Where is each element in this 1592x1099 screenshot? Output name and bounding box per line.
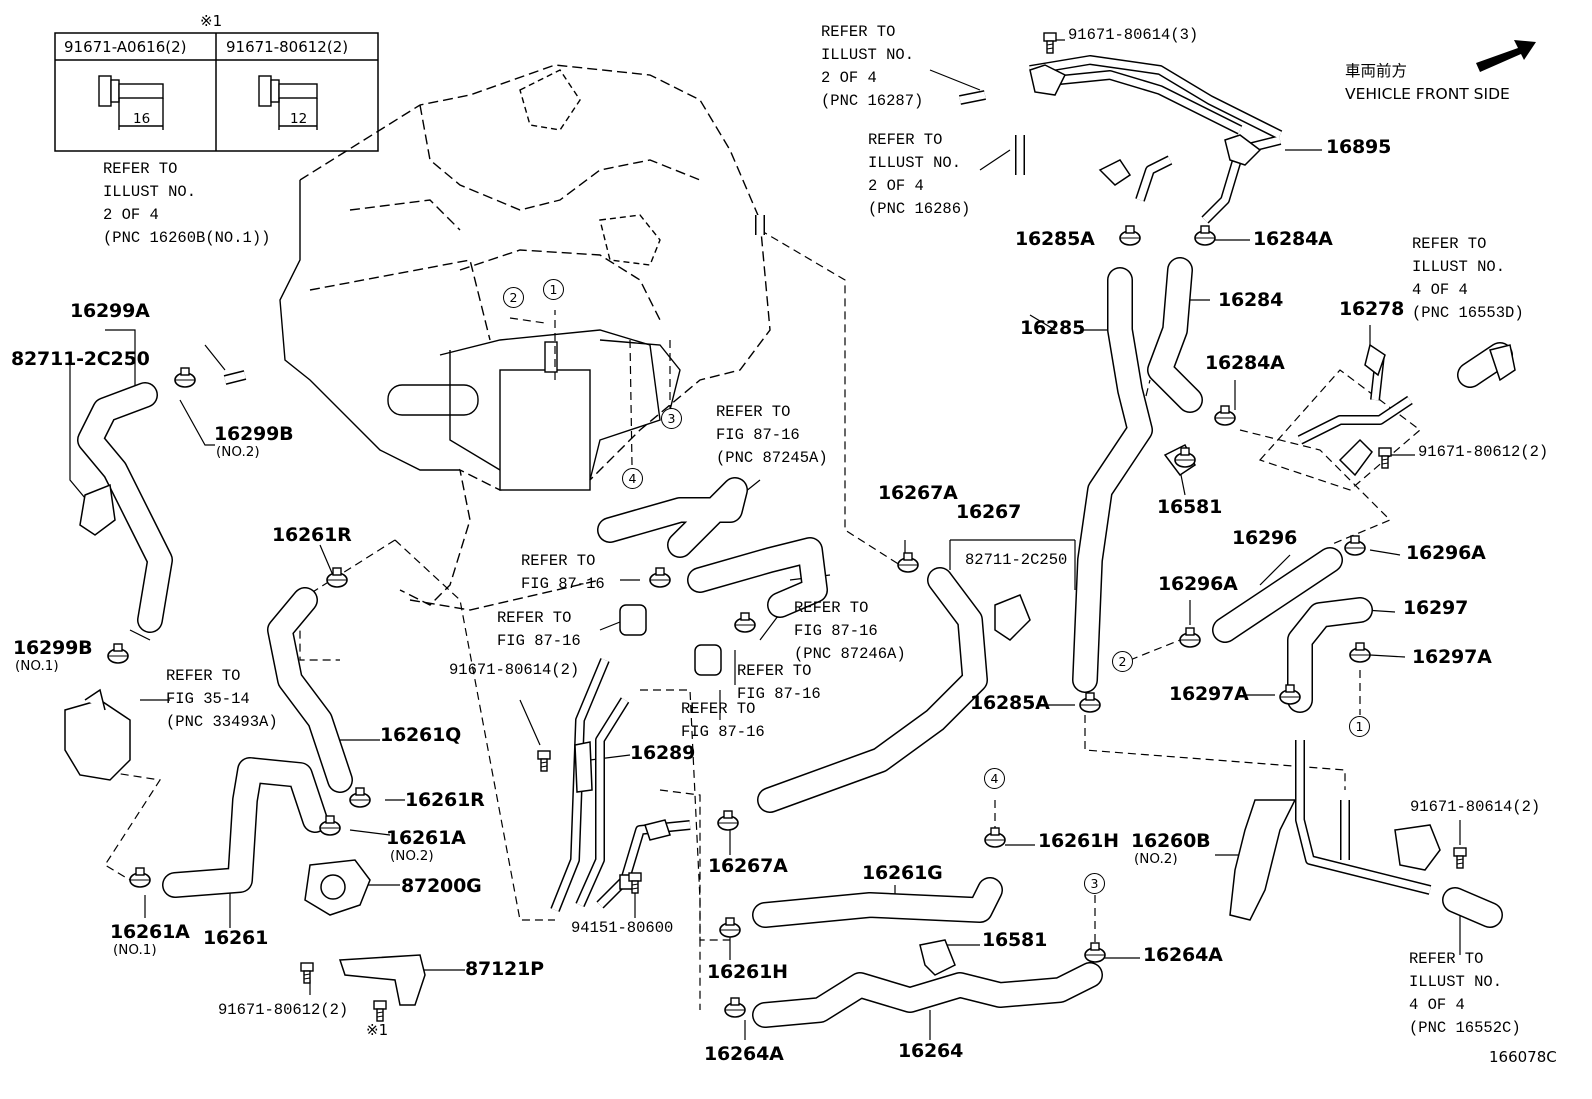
part-16581-top: 16581 — [1157, 496, 1223, 518]
bolt-91671-80612-bottom: 91671-80612(2) — [218, 1001, 349, 1019]
bolt-91671-80614-right-bottom: 91671-80614(2) — [1410, 798, 1541, 816]
part-16260B-no2: 16260B — [1131, 830, 1211, 852]
hoses — [77, 257, 1513, 1028]
refer-16260B: REFER TO ILLUST NO. 2 OF 4 (PNC 16260B(N… — [103, 160, 271, 247]
note-no2-a: (NO.2) — [216, 444, 260, 460]
vehicle-front-arrow — [1476, 40, 1536, 72]
part-16261G: 16261G — [862, 862, 943, 884]
part-16296A-left: 16296A — [1158, 573, 1238, 595]
part-16261R-top: 16261R — [272, 524, 352, 546]
part-16264: 16264 — [898, 1040, 964, 1062]
part-16285: 16285 — [1020, 317, 1086, 339]
part-16895: 16895 — [1326, 136, 1392, 158]
part-87200G: 87200G — [401, 875, 482, 897]
vehicle-front-en: VEHICLE FRONT SIDE — [1345, 85, 1510, 103]
circle-ref-2: 2 — [503, 287, 524, 308]
part-16299B-no2: 16299B — [214, 423, 294, 445]
part-16267A-bottom: 16267A — [708, 855, 788, 877]
circle-ref-4: 4 — [622, 468, 643, 489]
refer-87245A: REFER TO FIG 87-16 (PNC 87245A) — [716, 403, 828, 467]
refer-16552C: REFER TO ILLUST NO. 4 OF 4 (PNC 16552C) — [1409, 950, 1521, 1037]
table-col-part-2: 91671-80612(2) — [226, 38, 349, 56]
bolt-91671-80614-top: 91671-80614(3) — [1068, 26, 1199, 44]
part-16261A-no1: 16261A — [110, 921, 190, 943]
part-16261Q: 16261Q — [380, 724, 462, 746]
note-no1-a: (NO.1) — [15, 658, 59, 674]
refer-33493A: REFER TO FIG 35-14 (PNC 33493A) — [166, 667, 278, 731]
part-16299B-no1: 16299B — [13, 637, 93, 659]
table-note-mark: ※1 — [200, 12, 223, 30]
refer-fig-87-16-c: REFER TO FIG 87-16 — [737, 662, 821, 703]
refer-16286: REFER TO ILLUST NO. 2 OF 4 (PNC 16286) — [868, 131, 971, 218]
refer-fig-87-16-d: REFER TO FIG 87-16 — [681, 700, 765, 741]
refer-87246A: REFER TO FIG 87-16 (PNC 87246A) — [794, 599, 906, 663]
refer-16287: REFER TO ILLUST NO. 2 OF 4 (PNC 16287) — [821, 23, 924, 110]
part-16285A-bottom: 16285A — [970, 692, 1050, 714]
nut-94151-80600: 94151-80600 — [571, 919, 674, 937]
bolt-91671-80612-right: 91671-80612(2) — [1418, 443, 1549, 461]
part-16284A-mid: 16284A — [1205, 352, 1285, 374]
part-16289: 16289 — [630, 742, 696, 764]
refer-16553D: REFER TO ILLUST NO. 4 OF 4 (PNC 16553D) — [1412, 235, 1524, 322]
figure-id: 166078C — [1489, 1048, 1557, 1066]
engine-outline — [279, 64, 771, 611]
bolt-table-bolt-left — [98, 75, 164, 130]
note-no1-b: (NO.1) — [113, 942, 157, 958]
circle-ref-3: 3 — [661, 408, 682, 429]
bolt-table-frame — [54, 32, 379, 152]
note-mark-bottom: ※1 — [366, 1021, 389, 1039]
part-87121P: 87121P — [465, 958, 544, 980]
circle-ref-1b: 1 — [1349, 716, 1370, 737]
part-16261H-left: 16261H — [707, 961, 788, 983]
part-16264A-right: 16264A — [1143, 944, 1223, 966]
refer-fig-87-16-b: REFER TO FIG 87-16 — [497, 609, 581, 650]
part-16261A-no2: 16261A — [386, 827, 466, 849]
part-16267: 16267 — [956, 501, 1022, 523]
bracket-parts — [64, 64, 1516, 1006]
part-16296A-right: 16296A — [1406, 542, 1486, 564]
part-16297A-left: 16297A — [1169, 683, 1249, 705]
bolt-91671-80614-pipe: 91671-80614(2) — [449, 661, 580, 679]
part-16284A-top: 16284A — [1253, 228, 1333, 250]
bolt-length-2: 12 — [290, 111, 308, 127]
circle-ref-4b: 4 — [984, 768, 1005, 789]
part-16261: 16261 — [203, 927, 269, 949]
bolt-table-bolt-right — [258, 75, 318, 130]
table-col-part-1: 91671-A0616(2) — [64, 38, 187, 56]
note-no2-b: (NO.2) — [390, 848, 434, 864]
part-16297A-right: 16297A — [1412, 646, 1492, 668]
part-16296: 16296 — [1232, 527, 1298, 549]
vehicle-front-jp: 車両前方 — [1345, 62, 1408, 80]
circle-ref-2b: 2 — [1112, 651, 1133, 672]
part-16267A-top: 16267A — [878, 482, 958, 504]
part-16581-bottom: 16581 — [982, 929, 1048, 951]
part-16297: 16297 — [1403, 597, 1469, 619]
part-16278: 16278 — [1339, 298, 1405, 320]
note-no2-c: (NO.2) — [1134, 851, 1178, 867]
part-16284: 16284 — [1218, 289, 1284, 311]
part-16261H-right: 16261H — [1038, 830, 1119, 852]
part-16264A-left: 16264A — [704, 1043, 784, 1065]
dashed-relation-lines — [94, 229, 1421, 1010]
bolt-length-1: 16 — [133, 111, 151, 127]
part-16261R-mid: 16261R — [405, 789, 485, 811]
part-82711-2C250-right: 82711-2C250 — [965, 551, 1068, 569]
circle-ref-3b: 3 — [1084, 873, 1105, 894]
circle-ref-1: 1 — [543, 279, 564, 300]
part-82711-2C250-left: 82711-2C250 — [11, 348, 150, 370]
part-16299A: 16299A — [70, 300, 150, 322]
part-16285A-top: 16285A — [1015, 228, 1095, 250]
refer-fig-87-16-a: REFER TO FIG 87-16 — [521, 552, 605, 593]
